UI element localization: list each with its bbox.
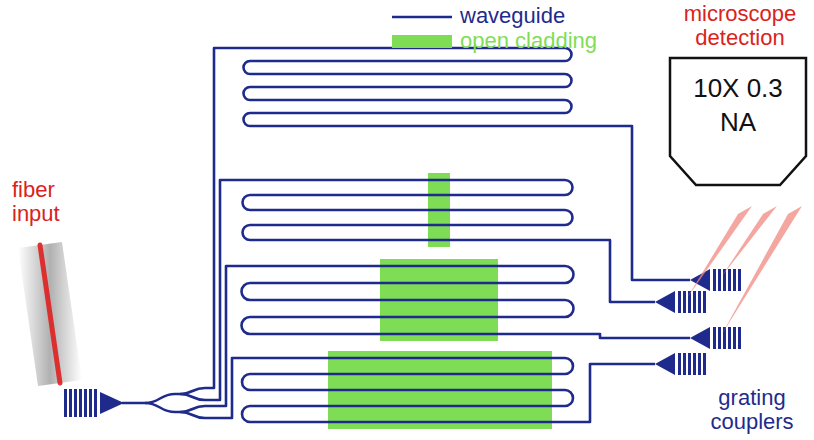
legend-samples	[392, 17, 452, 48]
grating-tooth	[693, 353, 696, 375]
light-beam	[687, 206, 752, 298]
grating-tooth	[728, 269, 731, 291]
grating-tooth	[89, 389, 92, 417]
light-beam	[722, 206, 802, 334]
grating-tooth	[64, 389, 67, 417]
y-splitter	[122, 394, 180, 403]
grating-tooth	[733, 327, 736, 349]
grating-tooth	[723, 327, 726, 349]
grating-tooth	[94, 389, 97, 417]
objective-body: 10X 0.3 NA	[668, 56, 808, 186]
grating-tooth	[74, 389, 77, 417]
output-taper	[655, 353, 675, 375]
grating-tooth	[728, 327, 731, 349]
spiral-waveguide	[242, 266, 574, 334]
input-taper	[100, 392, 124, 414]
y-splitter	[180, 394, 205, 400]
coupler-label: grating couplers	[694, 386, 810, 434]
grating-tooth	[688, 353, 691, 375]
grating-tooth	[713, 269, 716, 291]
grating-tooth	[698, 291, 701, 313]
spiral-waveguide	[243, 180, 573, 240]
output-taper	[655, 291, 675, 313]
y-splitter	[145, 403, 180, 412]
grating-tooth	[718, 269, 721, 291]
emitted-beams	[687, 206, 802, 334]
legend-label: open cladding	[460, 28, 597, 54]
waveguides	[122, 48, 690, 422]
objective-heading: microscope detection	[668, 2, 812, 50]
microscope-objective: microscope detection 10X 0.3 NA	[668, 2, 812, 186]
legend-swatch	[392, 35, 452, 48]
grating-tooth	[713, 327, 716, 349]
grating-tooth	[79, 389, 82, 417]
grating-tooth	[703, 353, 706, 375]
spiral-waveguide	[244, 48, 572, 126]
legend-label: waveguide	[460, 3, 565, 29]
grating-tooth	[703, 291, 706, 313]
grating-tooth	[693, 291, 696, 313]
output-waveguide	[565, 364, 655, 422]
feeder-waveguide	[205, 180, 250, 400]
optical-fiber	[18, 242, 82, 386]
grating-couplers	[64, 269, 741, 417]
grating-tooth	[683, 353, 686, 375]
feeder-waveguide	[205, 48, 250, 388]
output-taper	[690, 269, 710, 291]
grating-tooth	[678, 353, 681, 375]
input-label: fiber input	[12, 178, 102, 226]
grating-tooth	[69, 389, 72, 417]
grating-tooth	[733, 269, 736, 291]
legend-line-sample	[392, 16, 452, 19]
spiral-waveguide	[242, 358, 573, 422]
output-taper	[690, 327, 710, 349]
grating-tooth	[738, 269, 741, 291]
objective-spec: 10X 0.3 NA	[688, 56, 788, 152]
output-waveguide	[565, 240, 655, 302]
grating-tooth	[718, 327, 721, 349]
grating-tooth	[738, 327, 741, 349]
grating-tooth	[698, 353, 701, 375]
grating-tooth	[678, 291, 681, 313]
y-splitter	[180, 412, 205, 418]
output-waveguide	[565, 334, 690, 338]
grating-tooth	[84, 389, 87, 417]
light-beam	[722, 206, 777, 276]
grating-tooth	[683, 291, 686, 313]
